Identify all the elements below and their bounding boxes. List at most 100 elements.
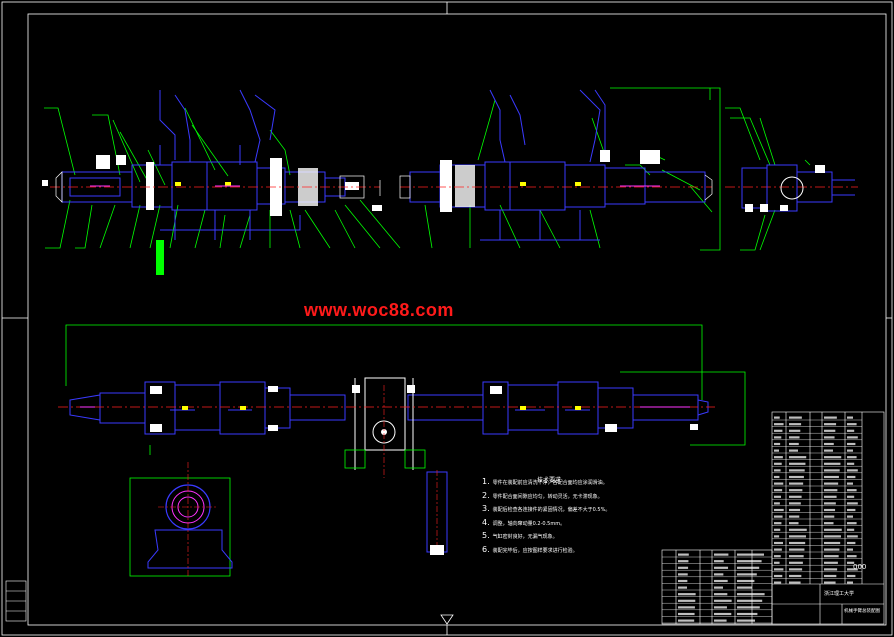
parts-cell-glyphs bbox=[714, 619, 727, 622]
requirement-number: 2. bbox=[482, 490, 490, 500]
yellow-marks-bottom bbox=[182, 406, 581, 410]
technical-requirements-title: 技术要求 bbox=[537, 477, 562, 484]
parts-cell-glyphs bbox=[774, 548, 782, 551]
hanging-bracket-top bbox=[42, 180, 164, 275]
parts-cell-glyphs bbox=[789, 515, 800, 518]
parts-cell-glyphs bbox=[789, 482, 804, 485]
requirement-text: 装配后检查各连接件的紧固情况，偏差不大于0.5%。 bbox=[492, 507, 611, 513]
parts-cell-glyphs bbox=[789, 555, 804, 558]
parts-cell-glyphs bbox=[847, 423, 857, 426]
parts-cell-glyphs bbox=[847, 456, 857, 459]
parts-cell-glyphs bbox=[789, 522, 799, 525]
parts-cell-glyphs bbox=[847, 541, 856, 545]
parts-cell-glyphs bbox=[847, 528, 855, 531]
main-shaft-left bbox=[61, 89, 346, 240]
parts-cell-glyphs bbox=[824, 535, 841, 538]
parts-cell-glyphs bbox=[824, 423, 837, 426]
parts-cell-glyphs bbox=[774, 568, 784, 571]
parts-cell-glyphs bbox=[774, 429, 783, 432]
support-column bbox=[426, 470, 448, 555]
parts-cell-glyphs bbox=[678, 619, 695, 622]
parts-cell-glyphs bbox=[678, 553, 689, 556]
bottom-plan-view bbox=[58, 324, 746, 555]
parts-cell-glyphs bbox=[714, 593, 728, 596]
parts-cell-glyphs bbox=[774, 541, 783, 545]
parts-cell-glyphs bbox=[789, 429, 801, 432]
parts-cell-glyphs bbox=[824, 442, 834, 446]
requirement-text: 零件在装配前应清洗干净，各配合面均应涂润滑油。 bbox=[492, 480, 608, 486]
parts-cell-glyphs bbox=[774, 515, 783, 518]
parts-cell-glyphs bbox=[847, 535, 858, 538]
parts-cell-glyphs bbox=[847, 449, 853, 452]
parts-cell-glyphs bbox=[824, 482, 839, 485]
parts-cell-glyphs bbox=[789, 548, 805, 551]
parts-cell-glyphs bbox=[774, 495, 781, 498]
parts-cell-glyphs bbox=[847, 495, 855, 498]
parts-cell-glyphs bbox=[678, 593, 696, 596]
requirement-number: 4. bbox=[482, 517, 490, 527]
parts-cell-glyphs bbox=[824, 416, 837, 419]
parts-cell-glyphs bbox=[737, 599, 763, 602]
parts-cell-glyphs bbox=[847, 469, 858, 472]
parts-cell-glyphs bbox=[789, 456, 807, 459]
yellow-marks-top bbox=[175, 182, 581, 186]
parts-cell-glyphs bbox=[824, 568, 838, 571]
parts-cell-glyphs bbox=[737, 560, 762, 563]
parts-cell-glyphs bbox=[774, 482, 784, 485]
parts-cell-glyphs bbox=[737, 579, 755, 583]
parts-cell-glyphs bbox=[824, 581, 836, 584]
parts-cell-glyphs bbox=[789, 528, 807, 531]
title-block-lines bbox=[661, 411, 885, 625]
cylinder-section-detail bbox=[741, 164, 855, 212]
parts-cell-glyphs bbox=[847, 522, 857, 525]
parts-cell-glyphs bbox=[774, 561, 780, 564]
requirement-text: 气缸密封良好，无漏气现象。 bbox=[492, 534, 558, 540]
parts-cell-glyphs bbox=[847, 568, 858, 571]
parts-cell-glyphs bbox=[847, 482, 853, 485]
requirement-item: 2.零件配合面间隙应均匀，转动灵活，无卡滞现象。 bbox=[482, 490, 667, 504]
parts-cell-glyphs bbox=[774, 574, 783, 578]
parts-cell-glyphs bbox=[824, 429, 836, 432]
requirement-item: 4.调整，轴向窜动量0.2-0.5mm。 bbox=[482, 517, 667, 531]
margin-table bbox=[5, 580, 27, 622]
parts-cell-glyphs bbox=[789, 581, 801, 584]
plan-bodies bbox=[69, 381, 709, 435]
parts-cell-glyphs bbox=[774, 555, 781, 558]
parts-cell-glyphs bbox=[774, 475, 780, 479]
parts-cell-glyphs bbox=[714, 560, 724, 563]
parts-cell-glyphs bbox=[789, 495, 802, 498]
parts-cell-glyphs bbox=[824, 522, 834, 525]
parts-cell-glyphs bbox=[774, 508, 784, 512]
parts-cell-glyphs bbox=[847, 416, 853, 419]
parts-cell-glyphs bbox=[847, 515, 853, 518]
parts-cell-glyphs bbox=[774, 535, 780, 538]
requirement-text: 调整，轴向窜动量0.2-0.5mm。 bbox=[492, 520, 566, 527]
parts-cell-glyphs bbox=[824, 449, 833, 452]
parts-cell-glyphs bbox=[737, 612, 758, 616]
leader-lines-top bbox=[44, 87, 811, 251]
parts-cell-glyphs bbox=[824, 555, 839, 558]
parts-cell-glyphs bbox=[789, 489, 803, 492]
parts-cell-glyphs bbox=[847, 489, 857, 492]
requirement-number: 1. bbox=[482, 477, 490, 486]
parts-cell-glyphs bbox=[824, 436, 835, 439]
parts-cell-glyphs bbox=[847, 555, 857, 558]
parts-cell-glyphs bbox=[678, 612, 695, 616]
parts-cell-glyphs bbox=[847, 462, 855, 465]
parts-cell-glyphs bbox=[714, 612, 732, 616]
parts-cell-glyphs bbox=[774, 436, 782, 439]
parts-cell-glyphs bbox=[789, 574, 802, 578]
parts-cell-glyphs bbox=[789, 568, 803, 571]
parts-cell-glyphs bbox=[714, 579, 728, 583]
parts-cell-glyphs bbox=[774, 528, 781, 531]
parts-cell-glyphs bbox=[774, 522, 782, 525]
parts-cell-glyphs bbox=[847, 502, 858, 505]
parts-cell-glyphs bbox=[678, 599, 696, 602]
requirement-text: 装配完毕后，应按图样要求进行检验。 bbox=[492, 547, 578, 554]
parts-cell-glyphs bbox=[678, 606, 695, 609]
parts-cell-glyphs bbox=[774, 462, 782, 465]
parts-cell-glyphs bbox=[824, 475, 839, 479]
title-block-drawing-number: 000 bbox=[853, 563, 867, 571]
parts-cell-glyphs bbox=[737, 586, 752, 589]
